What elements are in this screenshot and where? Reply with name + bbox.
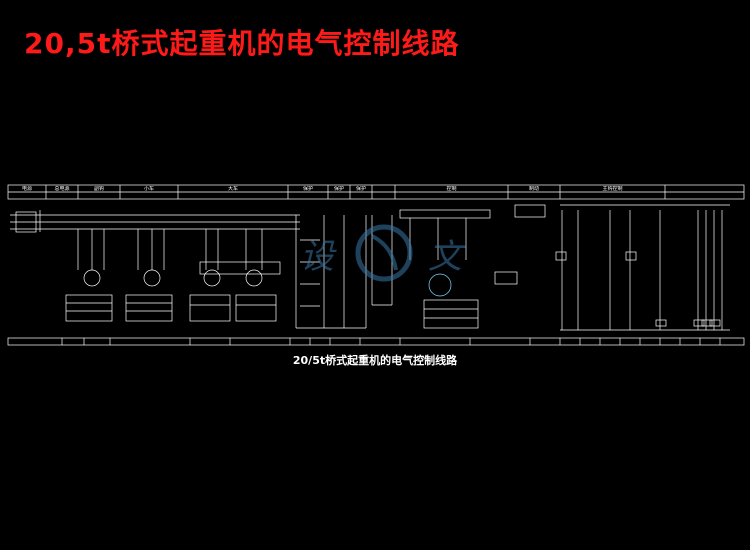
header-cell: 保护 xyxy=(355,186,366,192)
slide-title: 20,5t桥式起重机的电气控制线路 xyxy=(24,27,460,60)
schematic-frame xyxy=(7,184,745,346)
header-cell: 主钩控制 xyxy=(602,186,623,192)
header-cell: 电源 xyxy=(21,186,32,192)
header-cell: 大车 xyxy=(227,186,238,192)
header-cell: 保护 xyxy=(333,186,344,192)
header-cell: 保护 xyxy=(302,186,313,192)
watermark-logo: 文 设 xyxy=(300,224,467,282)
main-hook-control-ladder xyxy=(555,204,730,331)
branch-bridge-motors xyxy=(189,229,281,322)
header-cell: 控制 xyxy=(446,186,457,192)
diagram-caption: 20/5t桥式起重机的电气控制线路 xyxy=(292,354,458,367)
header-cell: 总电源 xyxy=(54,186,70,192)
branch-trolley-motor xyxy=(125,229,173,322)
branch-hook-motor xyxy=(65,229,113,322)
header-cell: 小车 xyxy=(143,186,154,192)
svg-text:文: 文 xyxy=(428,237,467,277)
svg-text:设: 设 xyxy=(300,237,337,277)
header-cell: 副钩 xyxy=(93,186,104,192)
header-cell: 制动 xyxy=(528,186,539,192)
